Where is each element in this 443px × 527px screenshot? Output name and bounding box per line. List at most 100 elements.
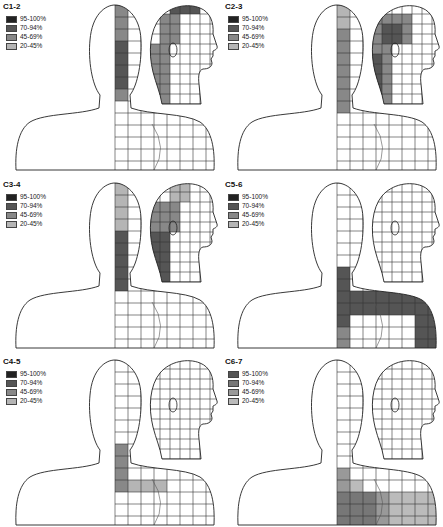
grid-line — [337, 315, 443, 316]
head-grid — [145, 355, 222, 465]
grid-line — [115, 516, 222, 517]
grid-line — [115, 504, 222, 505]
shaded-cell — [170, 192, 180, 202]
grid-line — [367, 54, 443, 55]
grid-line — [441, 178, 442, 353]
head-ground — [150, 6, 217, 104]
grid-line — [442, 355, 443, 465]
shaded-cell — [402, 14, 412, 24]
segment-label: C2-3 — [225, 2, 242, 11]
shaded-cell — [115, 279, 128, 291]
shaded-cell — [415, 339, 428, 351]
shaded-cell — [170, 34, 180, 44]
shaded-cell — [115, 183, 128, 195]
grid-line — [337, 183, 443, 184]
grid-line — [367, 14, 443, 15]
grid-line — [337, 137, 443, 138]
grid-line — [145, 399, 222, 400]
shaded-cell — [363, 504, 376, 516]
grid-line — [145, 44, 222, 45]
grid-line — [367, 44, 443, 45]
grid-line — [337, 360, 443, 361]
grid-line — [412, 178, 413, 288]
shaded-cell — [337, 17, 350, 29]
shaded-cell — [160, 252, 170, 262]
shaded-cell — [382, 44, 392, 54]
grid-line — [337, 149, 443, 150]
grid-line — [350, 355, 351, 527]
shaded-cell — [337, 492, 350, 504]
shaded-cell — [337, 5, 350, 17]
shaded-cell — [415, 303, 428, 315]
grid-line — [363, 355, 364, 527]
ear-outline — [391, 398, 399, 412]
shaded-cell — [392, 14, 402, 24]
ear-outline — [169, 398, 177, 412]
shaded-cell — [337, 279, 350, 291]
legend-text: 70-94% — [20, 24, 42, 32]
head-ground — [372, 184, 439, 282]
grid-line — [115, 351, 222, 352]
legend-text: 70-94% — [242, 202, 264, 210]
shaded-cell — [160, 232, 170, 242]
grid-line — [367, 369, 443, 370]
grid-line — [337, 351, 443, 352]
legend-swatch — [228, 194, 239, 201]
legend-swatch — [6, 34, 17, 41]
grid-line — [441, 355, 442, 527]
legend-swatch — [228, 43, 239, 50]
shaded-cell — [389, 504, 402, 516]
shaded-cell — [382, 24, 392, 34]
shaded-cell — [350, 291, 363, 303]
pain-map-panel — [16, 0, 222, 175]
shaded-cell — [170, 212, 180, 222]
grid-line — [337, 173, 443, 174]
grid-line — [145, 232, 222, 233]
segment-label: C3-4 — [3, 180, 20, 189]
shaded-cell — [115, 17, 128, 29]
shaded-cell — [115, 243, 128, 255]
grid-line — [367, 64, 443, 65]
grid-line — [412, 355, 413, 465]
body-grid — [337, 178, 443, 353]
legend-swatch — [6, 16, 17, 23]
shaded-cell — [372, 94, 382, 104]
legend-swatch — [6, 221, 17, 228]
grid-line — [190, 178, 191, 288]
pain-map-panel — [238, 0, 443, 175]
shaded-cell — [160, 24, 170, 34]
ear-outline — [391, 43, 399, 57]
shaded-cell — [337, 89, 350, 101]
legend-text: 20-45% — [242, 397, 264, 405]
shaded-cell — [160, 14, 170, 24]
grid-line — [367, 74, 443, 75]
segment-label: C4-5 — [3, 357, 20, 366]
shaded-cell — [389, 303, 402, 315]
shaded-cell — [337, 29, 350, 41]
grid-line — [367, 212, 443, 213]
grid-line — [115, 173, 222, 174]
grid-line — [115, 291, 222, 292]
grid-line — [190, 355, 191, 465]
shaded-cell — [337, 291, 350, 303]
grid-line — [337, 303, 443, 304]
body-grid — [337, 0, 443, 175]
shaded-cell — [382, 74, 392, 84]
grid-line — [145, 222, 222, 223]
head-grid — [367, 0, 443, 110]
shaded-cell — [115, 65, 128, 77]
shaded-cell — [350, 504, 363, 516]
ear-outline — [169, 221, 177, 235]
shaded-cell — [382, 34, 392, 44]
legend-swatch — [228, 212, 239, 219]
legend-swatch — [6, 380, 17, 387]
grid-line — [180, 178, 181, 288]
grid-line — [337, 5, 443, 6]
shaded-cell — [160, 34, 170, 44]
grid-line — [367, 94, 443, 95]
shaded-cell — [115, 219, 128, 231]
head-grid — [145, 178, 222, 288]
grid-line — [115, 149, 222, 150]
grid-line — [367, 419, 443, 420]
body-grid — [337, 355, 443, 527]
